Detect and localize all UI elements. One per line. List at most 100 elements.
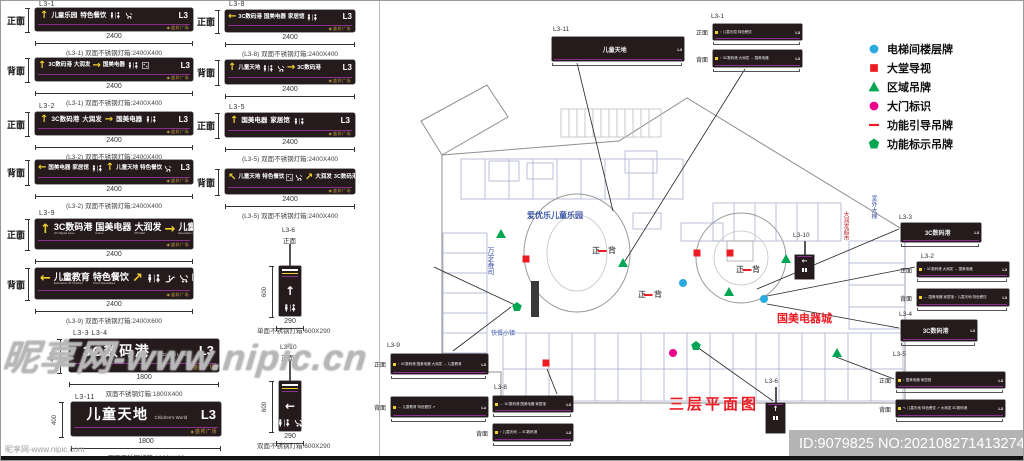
mini-face-label: 正面 [374,363,387,369]
mini-arrow-mark [393,405,396,409]
brand-logo-text: 盛邦广场 [171,25,189,30]
leader-line [696,346,774,402]
destination-cn: 3C数码港 [51,115,80,123]
mini-floor-label: L3 [566,401,571,407]
plan-annotation: 快餐小镇 [491,331,516,337]
elevator-legend-icon [869,44,879,54]
direction-arrow: ↑ [38,59,47,71]
spec-caption: (L3-8) 双面不锈钢灯箱:2400X400 [241,51,339,58]
face-label: 正面 [7,230,26,240]
mini-dimension-line [917,279,1007,282]
destination: 国美电器 [263,13,286,21]
mini-dimension-line [901,343,975,346]
destination: 儿童天地 [238,174,260,181]
mini-floor-label: L3 [566,430,571,435]
face-label: 背面 [197,177,216,188]
dimension-line [276,440,304,446]
leader-line [756,228,900,290]
restroom-icon [773,415,778,420]
width-dimension: 2400 [35,301,193,314]
guide-marker [869,123,879,127]
dimension-value: 600 [262,286,269,298]
mini-face-label: 正面 [696,31,709,37]
gate-legend-icon [869,101,879,111]
dimension-value: 400 [18,167,25,179]
brand-logo-icon: ◉ [328,188,333,193]
dimension-line [225,146,355,152]
mini-purple-line [767,404,784,405]
direction-arrow: ↑ [105,162,115,174]
logo-row: ◉盛邦广场 [225,26,355,32]
group-label: L3-10 [280,344,297,351]
restroom-icon [91,164,104,172]
direction-arrow: → [92,59,101,71]
dimension-value: 400 [208,16,215,28]
face-label: 背面 [7,168,26,178]
mini-dimension-line [391,419,486,422]
logo-row: ◉盛邦广场 [35,25,193,31]
restroom-icon [293,117,306,125]
mini-purple-line [495,409,571,411]
mini-arrow-mark [495,402,498,406]
mini-sign-text: ↖ 儿童天地 特色餐饮 ↗ 大润发 3C数码港 [903,406,968,410]
legend-label: 大门标识 [887,101,931,113]
building-outline [420,84,906,404]
brand-logo-icon: ◉ [328,26,333,31]
destination-cn: 家居馆 [72,164,89,171]
destination-en: Education Of Children [178,231,193,236]
restroom-icon [109,12,122,19]
restroom-icon [306,13,319,21]
dimension-line [225,203,355,209]
mini-floor-label: L3 [1002,295,1007,300]
mini-dimension-line [713,42,800,45]
function-marker [868,138,880,149]
panel-divider [379,1,380,456]
mini-sign-text: ← 3C数码港 国美电器 家居馆 [500,401,546,406]
mini-dimension-line [901,244,979,247]
mini-face-label: 背面 [374,406,387,412]
mini-purple-line [919,274,1007,276]
plan-annotation: 正 [736,265,744,274]
destination-cn: 国美电器 [263,13,286,20]
leader-line [624,68,746,262]
dimension-value: 290 [284,433,296,440]
destination-en: Food Specialties [92,280,116,285]
mini-purple-line [715,37,800,39]
plan-annotation: 背 [654,290,662,299]
brand-logo-icon: ◉ [166,242,171,247]
dimension-value: 2400 [106,186,122,193]
brand-logo-text: 盛邦广场 [333,188,351,193]
zone-marker [618,258,628,267]
brand-logo-icon: ◉ [166,129,171,134]
logo-row: ◉盛邦广场 [225,78,355,84]
mini-purple-line [715,64,800,66]
icon-row [279,304,301,316]
dimension-value: 2400 [282,34,298,41]
width-dimension: 2400 [225,34,355,47]
mini-purple-line [393,371,486,373]
function-marker [691,341,701,351]
logo-row: ◉盛邦广场 [35,291,193,299]
mini-purple-line [393,414,486,416]
floor-label: L3 [180,60,190,70]
leader-line [452,306,512,352]
dimension-line [69,381,219,387]
mini-sign-group-label: L3-8 [494,384,508,391]
mini-floor-label: L3 [1002,267,1007,272]
mini-purple-line [919,303,1007,305]
guide-marker [597,250,607,252]
purple-stripe [282,276,298,277]
hatch-stripes [560,108,662,138]
leader-lines [433,62,916,402]
